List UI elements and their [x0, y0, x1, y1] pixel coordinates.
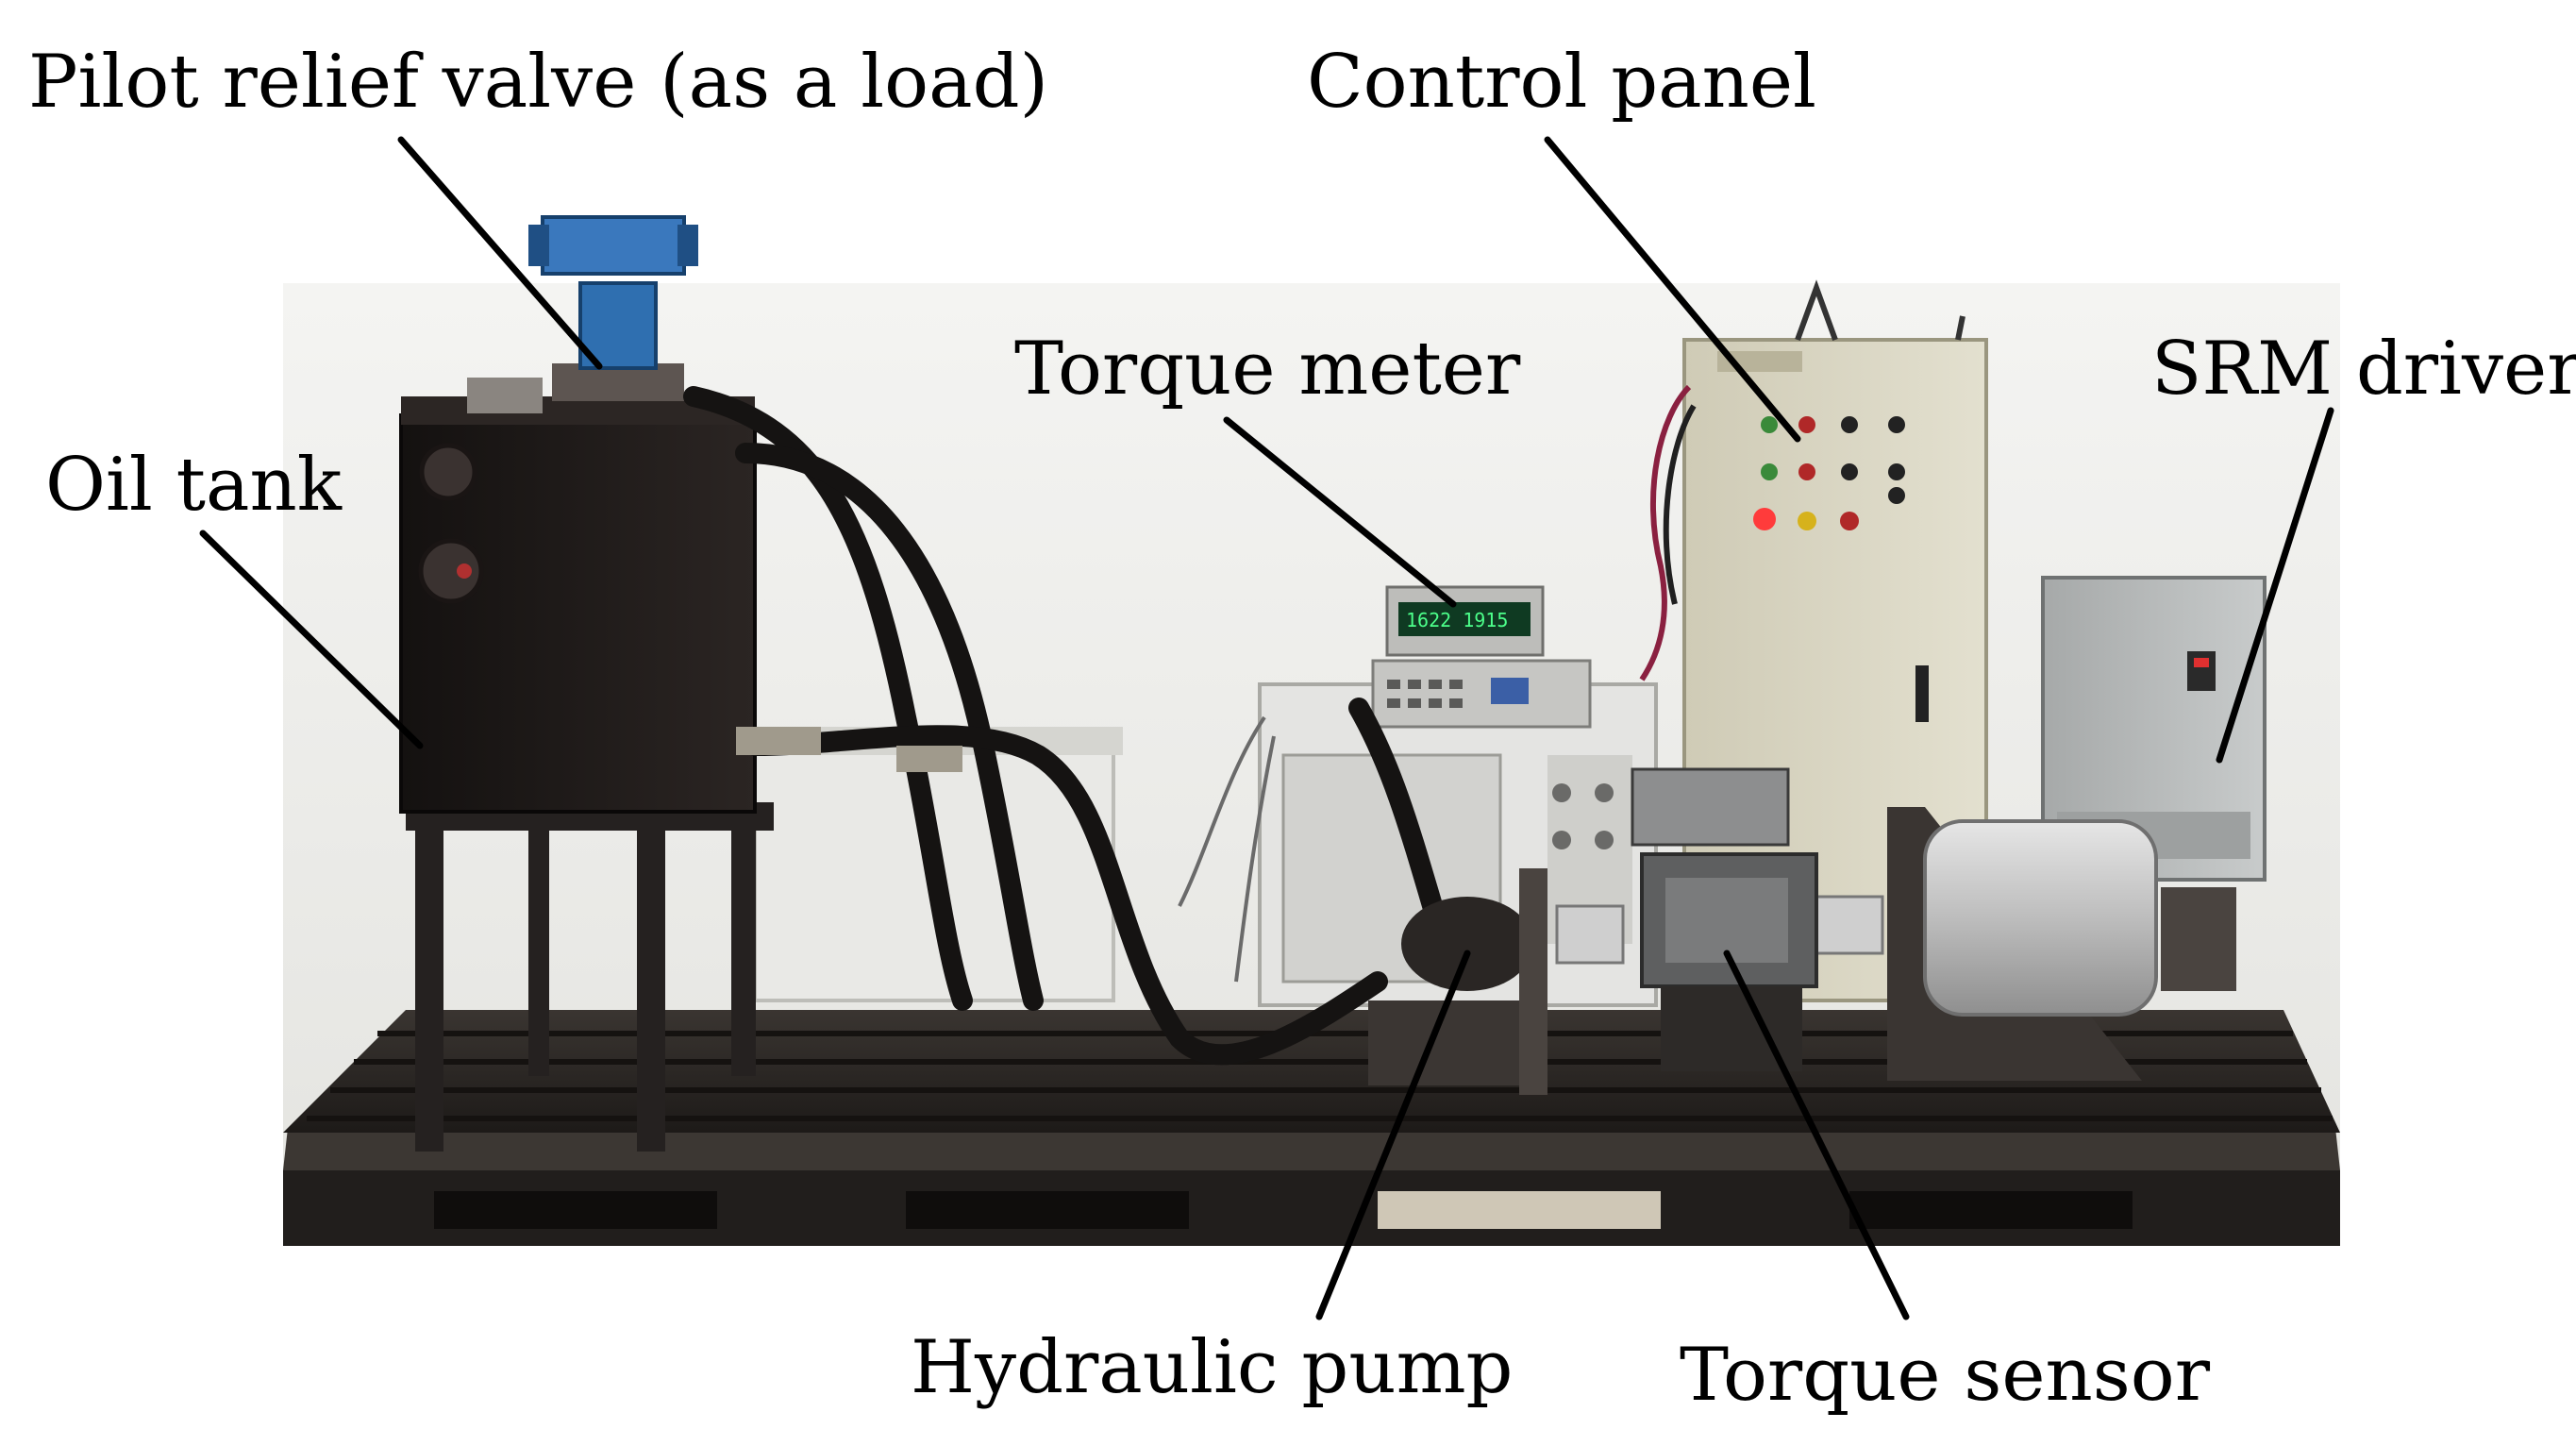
coupling-left [1555, 904, 1625, 965]
cabinet-handle [1915, 665, 1929, 722]
label-srm-driver: SRM driver [2151, 327, 2576, 412]
bench-front-window [1849, 1191, 2133, 1229]
cabinet-lift-hooks [1795, 279, 1965, 342]
leader-line-pilot-valve [397, 136, 603, 370]
hydraulic-pump [1368, 868, 1547, 1095]
oil-tank-gauge-mark [457, 563, 472, 579]
oil-tank-gauge [418, 538, 484, 604]
signal-unit-screen [1491, 678, 1529, 704]
signal-wires [1178, 715, 1276, 983]
valve-block [578, 281, 658, 370]
leader-line-oil-tank [199, 530, 424, 749]
srm-motor [1923, 819, 2158, 1017]
srm-driver-led [2194, 658, 2209, 667]
signal-unit [1371, 659, 1592, 729]
hydraulic-hoses [683, 386, 1454, 1066]
torque-meter-readout: 1622 1915 [1406, 609, 1508, 631]
leader-line-hydraulic-pump [1315, 950, 1471, 1320]
motor-cable-box [2161, 887, 2236, 991]
valve-solenoid-cap [677, 225, 698, 266]
srm-driver-display [2187, 651, 2216, 691]
cabinet-cables [1639, 384, 1697, 681]
leader-line-torque-sensor [1723, 950, 1910, 1320]
label-torque-meter: Torque meter [1014, 327, 1521, 412]
leader-line-srm-driver [2216, 407, 2334, 764]
label-control-panel: Control panel [1307, 40, 1816, 125]
rack-knob [1595, 783, 1614, 802]
oil-tank-gauge [419, 443, 477, 501]
rack-knob [1552, 831, 1571, 849]
leader-line-control-panel [1544, 136, 1801, 443]
leader-lines [199, 136, 2334, 1320]
coupling-right [1815, 895, 1884, 955]
label-oil-tank: Oil tank [45, 443, 342, 528]
bench-front-window [906, 1191, 1189, 1229]
valve-solenoid-cap [528, 225, 549, 266]
torque-meter-display [1398, 602, 1531, 636]
rack-knob [1595, 831, 1614, 849]
bench-surface [283, 1010, 2340, 1133]
valve-gauge-box [467, 378, 543, 413]
bench-front-window [434, 1191, 717, 1229]
rack-knob [1552, 783, 1571, 802]
hose-fittings [736, 727, 962, 772]
bench-top [283, 1128, 2340, 1170]
label-torque-sensor: Torque sensor [1680, 1333, 2211, 1418]
label-pilot-relief-valve: Pilot relief valve (as a load) [28, 40, 1048, 125]
cabinet-indicators [1753, 416, 1905, 530]
valve-solenoid [541, 215, 686, 276]
signal-unit-buttons [1387, 680, 1463, 708]
leader-line-torque-meter [1223, 416, 1457, 608]
label-hydraulic-pump: Hydraulic pump [911, 1325, 1514, 1410]
bench-front-window [1378, 1191, 1661, 1229]
